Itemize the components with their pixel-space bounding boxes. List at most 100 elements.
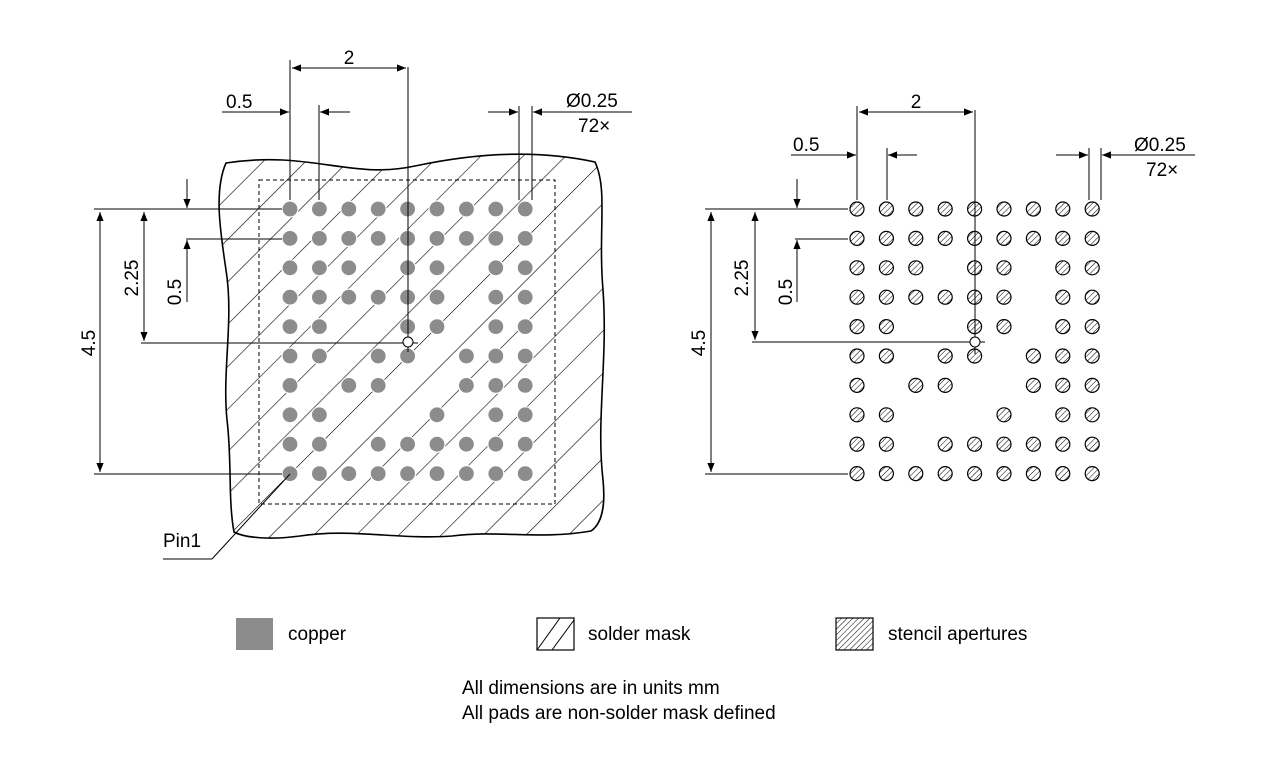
stencil-aperture (1084, 407, 1100, 423)
copper-pad (340, 259, 358, 277)
copper-pad (516, 376, 534, 394)
note-units: All dimensions are in units mm (462, 678, 720, 699)
stencil-aperture (937, 230, 953, 246)
copper-pad (369, 435, 387, 453)
stencil-aperture (1084, 230, 1100, 246)
copper-swatch (236, 618, 273, 650)
stencil-aperture (1084, 436, 1100, 452)
copper-pad (369, 200, 387, 218)
stencil-aperture (908, 260, 924, 276)
copper-pad (487, 465, 505, 483)
copper-pad (457, 465, 475, 483)
dim-height-label: 4.5 (79, 330, 100, 356)
copper-pad (281, 318, 299, 336)
stencil-aperture (878, 436, 895, 452)
copper-pad (428, 200, 446, 218)
dim-height-label: 4.5 (689, 330, 710, 356)
dim-half-height-label: 2.25 (732, 260, 753, 297)
copper-pad (369, 465, 387, 483)
dim-pitch-x-label: 2 (911, 92, 922, 113)
copper-pad (369, 347, 387, 365)
stencil-aperture (1055, 201, 1071, 217)
copper-pad (428, 318, 446, 336)
stencil-aperture (996, 436, 1012, 452)
copper-pad (310, 229, 328, 247)
copper-pad (457, 229, 475, 247)
copper-pad (310, 406, 328, 424)
stencil-aperture (849, 260, 865, 276)
stencil-aperture (849, 466, 865, 482)
stencil-aperture (1055, 407, 1071, 423)
stencil-aperture (878, 201, 895, 217)
stencil-aperture (996, 289, 1012, 305)
copper-pad (457, 376, 475, 394)
copper-pad (487, 200, 505, 218)
stencil-aperture (1055, 348, 1071, 364)
copper-pad (310, 259, 328, 277)
copper-pad (281, 200, 299, 218)
legend-solder-mask-label: solder mask (588, 624, 691, 645)
stencil-aperture (937, 466, 953, 482)
right-view: 2 0.5 Ø0.25 72× 0.5 2.25 4.5 (689, 92, 1195, 482)
dim-pad-pitch-x-label: 0.5 (793, 135, 819, 156)
stencil-aperture (1084, 260, 1100, 276)
stencil-aperture (996, 319, 1012, 335)
copper-pad (369, 288, 387, 306)
copper-pad (457, 200, 475, 218)
stencil-aperture (966, 436, 983, 452)
copper-pad (340, 376, 358, 394)
dim-diameter-label: Ø0.25 (1134, 135, 1186, 156)
copper-pad (369, 229, 387, 247)
stencil-aperture (908, 466, 924, 482)
copper-pad (281, 288, 299, 306)
copper-pad (516, 259, 534, 277)
copper-pad (340, 200, 358, 218)
dim-pad-pitch-y-label: 0.5 (165, 279, 186, 305)
stencil-aperture (1084, 377, 1100, 393)
copper-pad (310, 435, 328, 453)
stencil-aperture (908, 201, 924, 217)
copper-pad (428, 259, 446, 277)
copper-pad (457, 435, 475, 453)
left-view: 2 0.5 Ø0.25 72× 0.5 2.25 4.5 Pin1 (79, 48, 632, 560)
copper-pad (310, 200, 328, 218)
copper-pad (369, 376, 387, 394)
copper-pad (516, 435, 534, 453)
pin1-label: Pin1 (163, 531, 201, 552)
copper-pad (281, 347, 299, 365)
copper-pad (516, 229, 534, 247)
stencil-swatch (835, 617, 874, 651)
stencil-aperture (937, 289, 953, 305)
legend-copper-label: copper (288, 624, 347, 645)
stencil-aperture (1025, 377, 1042, 393)
copper-pad (281, 229, 299, 247)
copper-pad (340, 288, 358, 306)
stencil-aperture (937, 348, 953, 364)
copper-pad (310, 465, 328, 483)
copper-pad (487, 406, 505, 424)
centre-mark (969, 336, 981, 348)
copper-pad (487, 229, 505, 247)
dim-diameter-label: Ø0.25 (566, 91, 618, 112)
copper-pad (281, 465, 299, 483)
copper-pad (516, 465, 534, 483)
copper-pad (487, 318, 505, 336)
stencil-aperture (849, 436, 865, 452)
stencil-aperture (1055, 319, 1071, 335)
copper-pad (487, 288, 505, 306)
stencil-aperture (878, 466, 895, 482)
stencil-aperture (1025, 466, 1042, 482)
stencil-aperture (1025, 348, 1042, 364)
package-outline-dashed (258, 179, 556, 505)
copper-pad (310, 318, 328, 336)
stencil-aperture (849, 201, 865, 217)
stencil-aperture (1084, 289, 1100, 305)
notes: All dimensions are in units mm All pads … (462, 676, 776, 726)
copper-pad (310, 347, 328, 365)
stencil-aperture (908, 377, 924, 393)
stencil-aperture (1084, 348, 1100, 364)
stencil-aperture (996, 466, 1012, 482)
stencil-aperture (849, 407, 865, 423)
dim-count-label: 72× (578, 116, 610, 137)
